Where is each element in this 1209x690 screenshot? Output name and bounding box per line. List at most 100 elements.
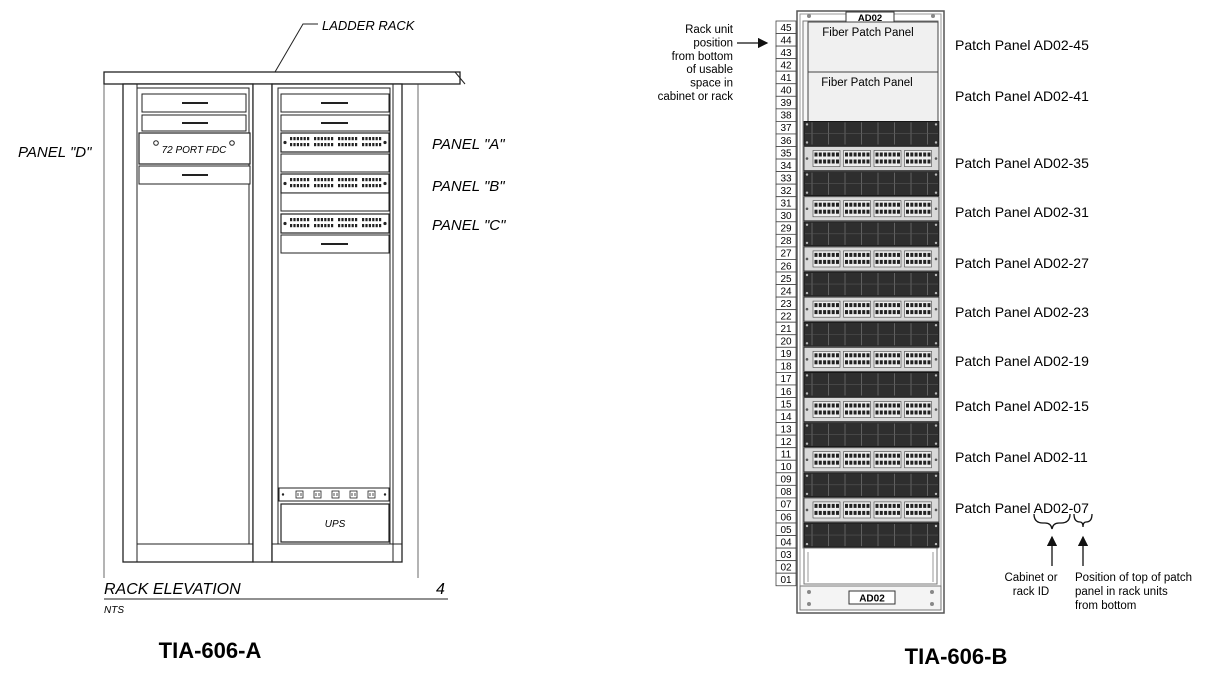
ups-label: UPS	[325, 519, 346, 530]
ru-label: 21	[780, 324, 792, 335]
patch-panel-label: Patch Panel AD02-11	[955, 449, 1088, 465]
patch-panel-label: Patch Panel AD02-07	[955, 500, 1089, 516]
ru-label: 20	[780, 337, 792, 348]
ru-label: 18	[780, 362, 792, 373]
rack-unit-note-line: of usable	[686, 64, 733, 76]
cabinet-id-bottom-text: AD02	[859, 594, 885, 605]
rack-left: 72 PORT FDC	[122, 83, 254, 563]
tia-606-b-elevation: AD02 45444342414039383736353433323130292…	[658, 10, 1192, 669]
ru-label: 42	[780, 60, 792, 71]
rack-unit-note-line: space in	[690, 78, 733, 90]
ru-label: 14	[780, 412, 792, 423]
patch-panel-label: Patch Panel AD02-35	[955, 155, 1089, 171]
ru-label: 03	[780, 550, 792, 561]
tia-606-b-caption: TIA-606-B	[905, 644, 1008, 669]
position-brace	[1073, 513, 1093, 528]
ru-label: 08	[780, 487, 792, 498]
rack-unit-column: 4544434241403938373635343332313029282726…	[775, 20, 797, 587]
position-note-line: panel in rack units	[1075, 586, 1168, 598]
rack-right: UPS	[252, 83, 403, 563]
ru-label: 30	[780, 211, 792, 222]
ru-label: 36	[780, 136, 792, 147]
fdc-panel	[138, 132, 251, 165]
ru-label: 05	[780, 525, 792, 536]
ru-label: 39	[780, 98, 792, 109]
position-note-line: Position of top of patch	[1075, 572, 1192, 584]
elevation-number: 4	[436, 581, 445, 598]
ru-label: 22	[780, 311, 792, 322]
ru-label: 16	[780, 387, 792, 398]
rack-unit-note-line: Rack unit	[685, 24, 734, 36]
ru-label: 35	[780, 148, 792, 159]
ru-label: 02	[780, 562, 792, 573]
cabinet-id-bottom	[848, 590, 896, 605]
ru-label: 45	[780, 23, 792, 34]
ru-label: 10	[780, 462, 792, 473]
fiber-panel-2	[807, 71, 939, 123]
panel-d-label: PANEL "D"	[18, 144, 92, 161]
fiber-panel-2-label: Fiber Patch Panel	[821, 77, 912, 89]
ru-label: 31	[780, 199, 792, 210]
patch-panel-label: Patch Panel AD02-19	[955, 353, 1089, 369]
ru-label: 40	[780, 86, 792, 97]
patch-panel-label: Patch Panel AD02-31	[955, 204, 1089, 220]
power-strip	[278, 487, 390, 502]
ru-label: 37	[780, 123, 792, 134]
ru-label: 32	[780, 186, 792, 197]
rack-unit-note-line: from bottom	[672, 51, 733, 63]
ru-cell	[775, 572, 797, 587]
ru-label: 25	[780, 274, 792, 285]
patch-panel-c	[280, 213, 390, 234]
ru-label: 23	[780, 299, 792, 310]
panel-a-label: PANEL "A"	[432, 136, 505, 153]
ru-label: 19	[780, 349, 792, 360]
ru-label: 04	[780, 537, 792, 548]
ru-label: 28	[780, 236, 792, 247]
copper-patch-panels	[803, 121, 940, 548]
rack-unit-note-line: position	[693, 37, 733, 49]
ru-label: 44	[780, 35, 792, 46]
ru-label: 26	[780, 261, 792, 272]
cabinet-id-note: Cabinet or rack ID	[1004, 572, 1057, 598]
fdc-label: 72 PORT FDC	[162, 145, 228, 156]
ru-label: 27	[780, 249, 792, 260]
panel-c-label: PANEL "C"	[432, 217, 506, 234]
position-note-line: from bottom	[1075, 600, 1136, 612]
patch-panel-b	[280, 173, 390, 194]
cabinet-id-note-line: Cabinet or	[1004, 572, 1057, 584]
ru-label: 33	[780, 173, 792, 184]
ladder-rack-leader	[274, 23, 318, 73]
ladder-rack-break	[454, 71, 466, 85]
panel-b-label: PANEL "B"	[432, 178, 505, 195]
elevation-title: RACK ELEVATION	[104, 581, 241, 598]
patch-panel-a	[280, 132, 390, 153]
ru-label: 12	[780, 437, 792, 448]
tia-606-a-caption: TIA-606-A	[159, 638, 262, 663]
patch-panel-label: Patch Panel AD02-23	[955, 304, 1089, 320]
ru-label: 13	[780, 424, 792, 435]
cabinet-id-note-line: rack ID	[1013, 586, 1049, 598]
patch-panel-label: Patch Panel AD02-27	[955, 255, 1089, 271]
ru-label: 43	[780, 48, 792, 59]
ru-label: 24	[780, 286, 792, 297]
tia-606-a-elevation: LADDER RACK 72 PORT FDC	[18, 18, 506, 663]
patch-panel-label: Patch Panel AD02-15	[955, 398, 1089, 414]
ru-label: 29	[780, 224, 792, 235]
position-note: Position of top of patch panel in rack un…	[1075, 572, 1192, 612]
ladder-rack	[103, 71, 461, 85]
ladder-rack-label: LADDER RACK	[322, 18, 416, 33]
ru-label: 17	[780, 374, 792, 385]
ru-label: 15	[780, 399, 792, 410]
ups-unit	[280, 503, 390, 543]
ru-label: 06	[780, 512, 792, 523]
cabinet-id-top-text: AD02	[858, 13, 882, 24]
nts-label: NTS	[104, 605, 124, 616]
fiber-panel-1	[807, 21, 939, 73]
fiber-panel-1-label: Fiber Patch Panel	[822, 27, 913, 39]
ru-label: 34	[780, 161, 792, 172]
ru-label: 09	[780, 475, 792, 486]
patch-panel-label: Patch Panel AD02-45	[955, 37, 1089, 53]
